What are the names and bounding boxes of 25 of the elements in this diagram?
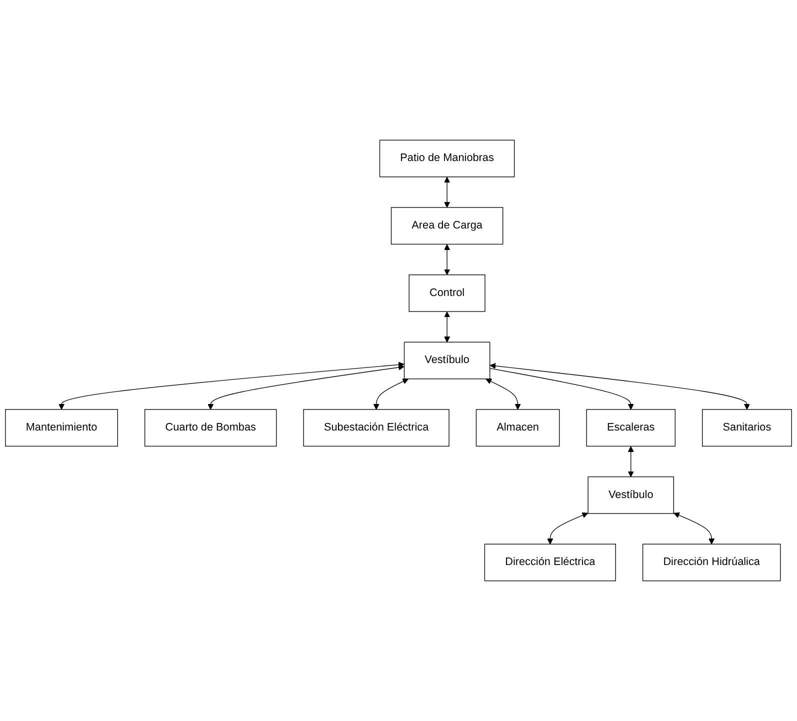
- arrow: [490, 362, 750, 410]
- arrow: [628, 446, 634, 478]
- arrow: [490, 368, 634, 410]
- node-box: [390, 207, 504, 245]
- node-box: [476, 409, 560, 447]
- arrow: [547, 512, 588, 544]
- node-box: [642, 544, 781, 582]
- node-box: [404, 342, 490, 380]
- node-box: [303, 409, 450, 447]
- node-box: [144, 409, 277, 447]
- node-box: [588, 476, 674, 514]
- arrow: [444, 176, 450, 208]
- arrow: [486, 378, 521, 410]
- arrow: [444, 312, 450, 342]
- node-box: [408, 274, 486, 312]
- node-box: [379, 140, 515, 178]
- arrow: [444, 244, 450, 276]
- node-box: [5, 409, 118, 447]
- node-box: [702, 409, 792, 447]
- arrow: [58, 362, 404, 410]
- arrow: [674, 512, 715, 544]
- arrow: [208, 364, 404, 410]
- node-box: [484, 544, 616, 582]
- arrow: [373, 378, 408, 410]
- node-box: [586, 409, 676, 447]
